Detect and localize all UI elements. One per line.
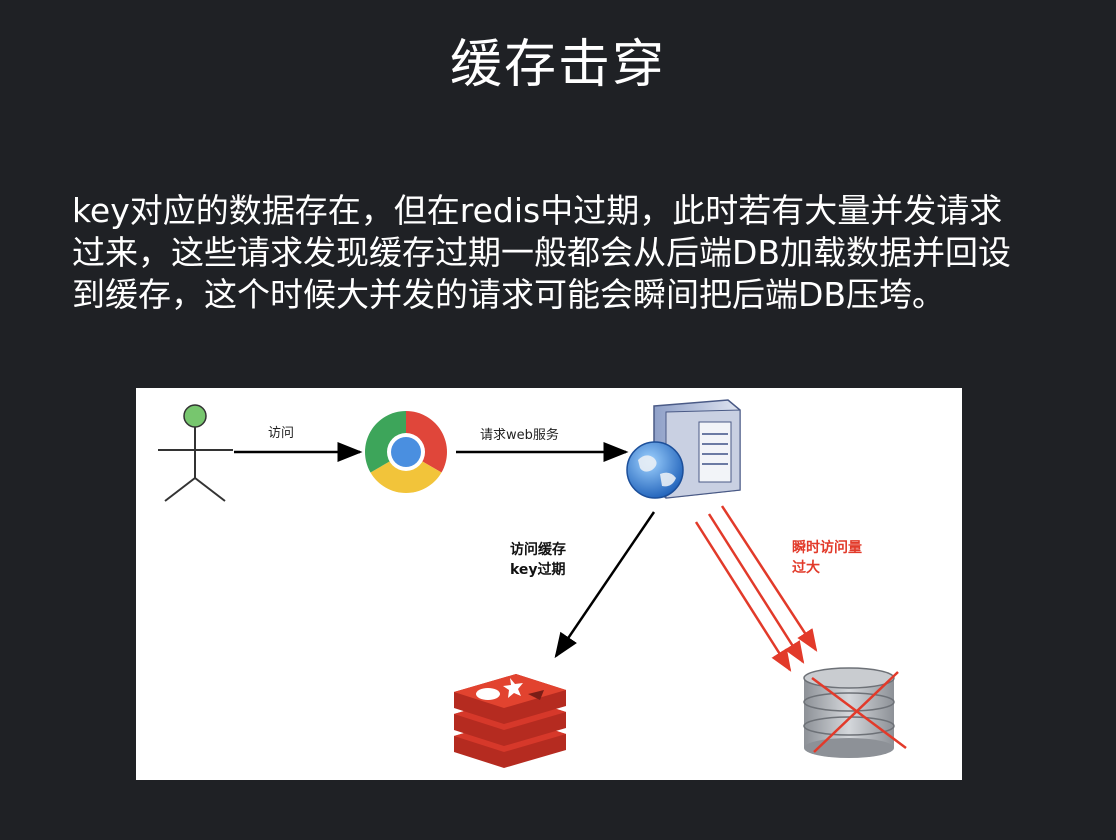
description: key对应的数据存在，但在redis中过期，此时若有大量并发请求 过来，这些请求… [72,190,1092,316]
server-icon [626,399,741,499]
description-line-2: 过来，这些请求发现缓存过期一般都会从后端DB加载数据并回设 [72,233,1012,272]
label-cache-access: 访问缓存 key过期 [510,542,566,578]
description-line-3: 到缓存，这个时候大并发的请求可能会瞬间把后端DB压垮。 [72,275,946,314]
diagram-canvas [158,399,907,768]
page-title: 缓存击穿 [449,35,666,95]
label-visit: 访问 [268,426,295,441]
label-request-web: 请求web服务 [480,428,559,443]
cache-access-arrow [554,511,656,659]
burst-arrows [694,505,818,672]
description-line-1: key对应的数据存在，但在redis中过期，此时若有大量并发请求 [72,191,1003,230]
diagram-panel: 访问 请求web服务 访问缓存 key过期 瞬时访问量 过大 [136,388,962,780]
redis-icon [454,674,566,768]
user-icon [158,404,233,502]
label-burst-traffic: 瞬时访问量 过大 [792,540,862,576]
failure-cross-icon [811,671,907,753]
browser-icon [365,411,447,493]
database-icon [803,667,895,758]
